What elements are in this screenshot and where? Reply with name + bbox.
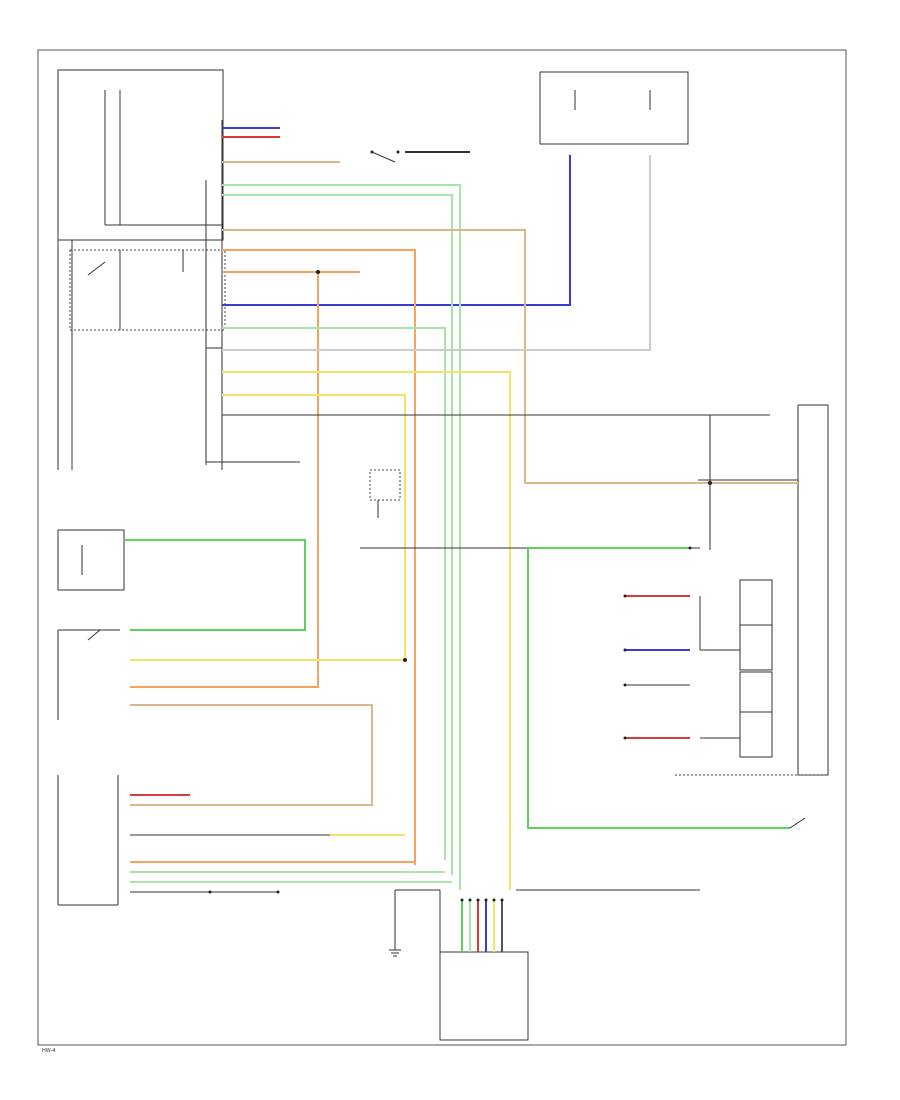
relay-dashed-box (69, 249, 226, 331)
wire-yellow-2 (130, 394, 406, 661)
center-switch-box (369, 469, 401, 501)
wire-yellow-1 (222, 371, 511, 890)
top-right-fuse-box (539, 71, 689, 145)
switch-top (371, 151, 396, 163)
wire-gray-1 (222, 155, 651, 351)
diagram-frame (37, 49, 847, 1046)
bottom-display-unit (439, 951, 529, 1041)
wire-tan-lower (130, 704, 373, 806)
wire-blue-main (222, 155, 571, 306)
right-control-module (797, 404, 829, 776)
wire-orange-3 (130, 272, 319, 688)
wire-orange-1 (222, 249, 416, 865)
wire-lightgreen-2 (222, 194, 453, 875)
wire-green-right (527, 547, 790, 829)
underhood-fuse-relay-box (57, 69, 224, 241)
dash-unit-box (57, 529, 125, 591)
wire-green-1 (222, 327, 446, 860)
connector-box-lower (739, 671, 773, 758)
switch-bottom-right (789, 817, 806, 829)
wire-lightgreen-1 (222, 184, 461, 890)
wire-tan-long (222, 229, 798, 484)
footer-code: HW-4 (42, 1048, 56, 1054)
wire-green-dash (124, 539, 306, 631)
